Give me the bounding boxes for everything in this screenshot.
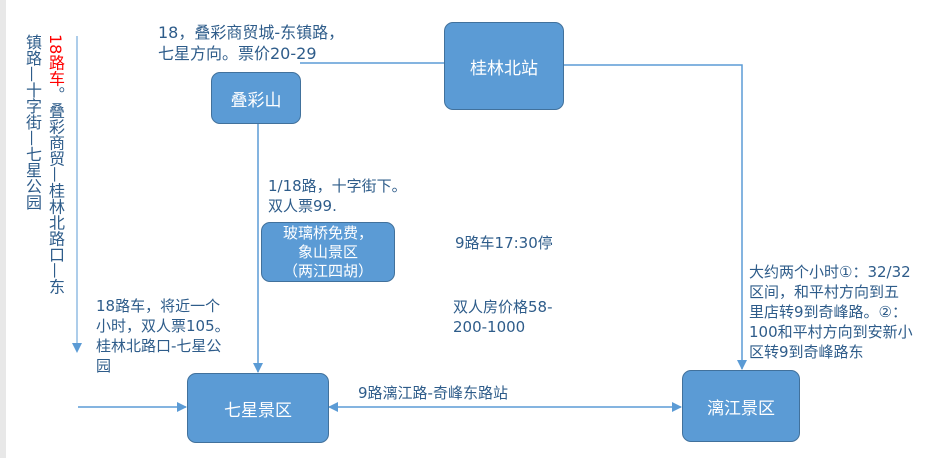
note-route-9-bottom: 9路漓江路-奇峰东路站 bbox=[358, 384, 508, 402]
node-guilin-north: 桂林北站 bbox=[444, 22, 564, 110]
note-lijiang-route: 大约两个小时①：32/32 区间，和平村方向到五 里店转9到奇峰路。②： 100… bbox=[749, 263, 913, 361]
arrow-guilin-lijiang bbox=[563, 64, 747, 370]
note-route-18-left: 18路车，将近一个 小时，双人票105。 桂林北路口-七星公 园 bbox=[96, 297, 230, 375]
note-top-route: 18，叠彩商贸城-东镇路， 七星方向。票价20-29 bbox=[158, 23, 345, 63]
vertical-rest-label: 。叠彩商贸—桂林北路口—东 bbox=[46, 86, 65, 295]
node-lijiang: 漓江景区 bbox=[682, 370, 800, 442]
node-diecaishan: 叠彩山 bbox=[211, 72, 301, 124]
vertical-text-col1: 镇路—十字街—七星公园 bbox=[23, 34, 42, 210]
node-qixing: 七星景区 bbox=[187, 373, 329, 443]
vertical-text-col2: 18路车。叠彩商贸—桂林北路口—东 bbox=[44, 34, 66, 294]
note-hotel-price: 双人房价格58- 200-1000 bbox=[453, 298, 553, 336]
vertical-red-label: 18路车 bbox=[46, 34, 65, 87]
node-xiangshan: 玻璃桥免费， 象山景区 （两江四胡） bbox=[261, 222, 395, 282]
note-route-9-stop: 9路车17:30停 bbox=[455, 234, 553, 252]
note-route-1-18: 1/18路，十字街下。 双人票99. bbox=[268, 177, 407, 215]
left-edge-strip bbox=[0, 0, 6, 458]
